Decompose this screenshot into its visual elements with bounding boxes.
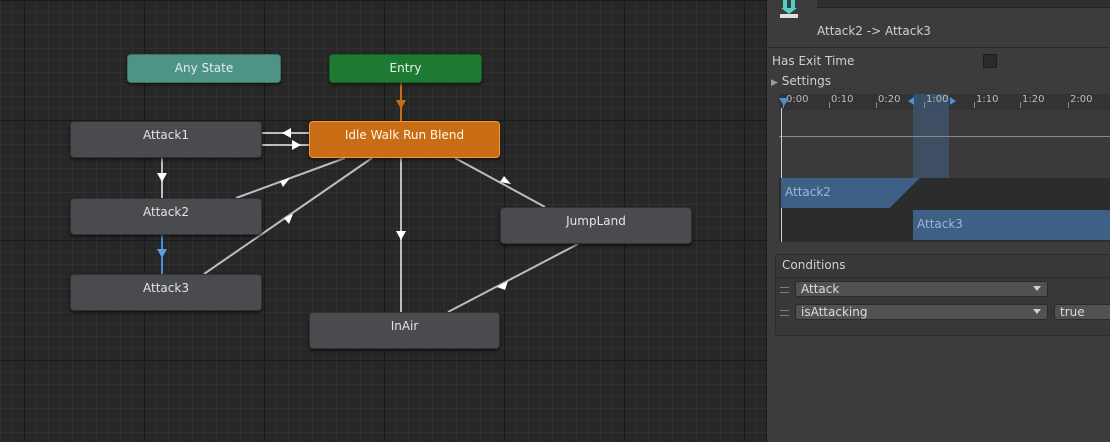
arrow-attack2-attack3 [157, 249, 167, 258]
playhead-handle-icon[interactable] [779, 96, 791, 108]
attack2-node[interactable]: Attack2 [70, 198, 262, 235]
transition-lines [157, 82, 579, 313]
settings-foldout[interactable]: ▶ Settings [771, 74, 831, 88]
arrow-attack3-idle [284, 214, 293, 224]
reorder-handle-icon[interactable] [780, 310, 789, 316]
tick-label: 1:20 [1022, 94, 1045, 105]
jumpland-label: JumpLand [566, 214, 626, 228]
transition-timeline[interactable]: 0:00 0:10 0:20 1:00 1:10 1:20 2:00 Attac… [779, 94, 1110, 242]
arrow-attack1-attack2 [157, 173, 167, 182]
condition-value-dropdown[interactable]: true [1054, 304, 1110, 320]
from-clip-bar[interactable]: Attack2 [781, 178, 949, 208]
arrow-idle-inair [396, 231, 406, 240]
attack3-label: Attack3 [143, 281, 189, 295]
any-state-label: Any State [174, 61, 234, 75]
transition-title: Attack2 -> Attack3 [817, 24, 931, 38]
tick-mark [876, 102, 877, 108]
transition-duration-band [913, 110, 949, 178]
tick-label: 0:00 [786, 94, 809, 105]
foldout-arrow-icon: ▶ [771, 78, 778, 88]
divider [776, 277, 1110, 278]
to-clip-label: Attack3 [917, 217, 963, 231]
transition-end-handle-icon[interactable] [949, 96, 957, 106]
transition-attack2-idle[interactable] [235, 157, 346, 199]
chevron-down-icon [1033, 286, 1041, 291]
condition-parameter-dropdown[interactable]: Attack [795, 281, 1048, 297]
inspector-panel: Attack2 -> Attack3 Has Exit Time ▶ Setti… [766, 0, 1110, 442]
from-clip-label: Attack2 [785, 185, 831, 199]
jumpland-node[interactable]: JumpLand [500, 207, 692, 244]
transition-start-handle-icon[interactable] [907, 96, 915, 106]
has-exit-time-checkbox[interactable] [983, 54, 997, 68]
arrow-jumpland-idle [500, 176, 511, 184]
tick-label: 2:00 [1070, 94, 1093, 105]
tick-mark [829, 102, 830, 108]
condition-parameter: Attack [801, 282, 840, 296]
entry-label: Entry [389, 61, 422, 75]
transition-inair-jumpland[interactable] [447, 243, 579, 313]
tick-label: 1:00 [926, 94, 949, 105]
attack3-node[interactable]: Attack3 [70, 274, 262, 311]
to-clip-bar[interactable]: Attack3 [913, 210, 1110, 240]
condition-parameter: isAttacking [801, 305, 868, 319]
settings-label: Settings [781, 74, 831, 88]
reorder-handle-icon[interactable] [780, 287, 789, 293]
preview-area [779, 110, 1110, 178]
animator-graph[interactable]: Any State Entry Idle Walk Run Blend Atta… [0, 0, 766, 442]
chevron-down-icon [1033, 309, 1041, 314]
tick-label: 0:10 [831, 94, 854, 105]
inair-label: InAir [390, 319, 419, 333]
transition-attack3-idle[interactable] [203, 157, 373, 275]
attack2-label: Attack2 [143, 205, 189, 219]
transition-jumpland-idle[interactable] [454, 157, 546, 208]
timeline-ruler[interactable] [779, 94, 1110, 110]
any-state-node[interactable]: Any State [127, 54, 281, 83]
arrow-idle-attack1 [282, 128, 291, 138]
condition-parameter-dropdown[interactable]: isAttacking [795, 304, 1048, 320]
idle-walk-run-blend-node[interactable]: Idle Walk Run Blend [309, 121, 500, 158]
attack1-label: Attack1 [143, 128, 189, 142]
conditions-panel: Conditions Attack isAttacking true [775, 254, 1110, 336]
transition-icon [780, 0, 798, 18]
has-exit-time-label: Has Exit Time [772, 54, 855, 68]
tick-mark [974, 102, 975, 108]
tick-mark [1020, 102, 1021, 108]
idle-walk-run-label: Idle Walk Run Blend [344, 128, 465, 142]
arrow-attack1-idle [292, 140, 301, 150]
name-field[interactable] [817, 0, 1110, 8]
arrow-attack2-idle [280, 178, 290, 187]
attack1-node[interactable]: Attack1 [70, 121, 262, 158]
condition-value: true [1060, 305, 1085, 319]
playhead-line [781, 108, 782, 242]
tick-mark [1068, 102, 1069, 108]
inair-node[interactable]: InAir [309, 312, 500, 349]
tick-label: 1:10 [976, 94, 999, 105]
entry-node[interactable]: Entry [329, 54, 482, 83]
divider [767, 47, 1110, 48]
tick-label: 0:20 [878, 94, 901, 105]
arrow-inair-jumpland [497, 281, 508, 290]
conditions-header: Conditions [782, 258, 846, 272]
tick-mark [924, 102, 925, 108]
weight-curve [779, 136, 1110, 137]
arrow-entry-idle [396, 100, 406, 109]
